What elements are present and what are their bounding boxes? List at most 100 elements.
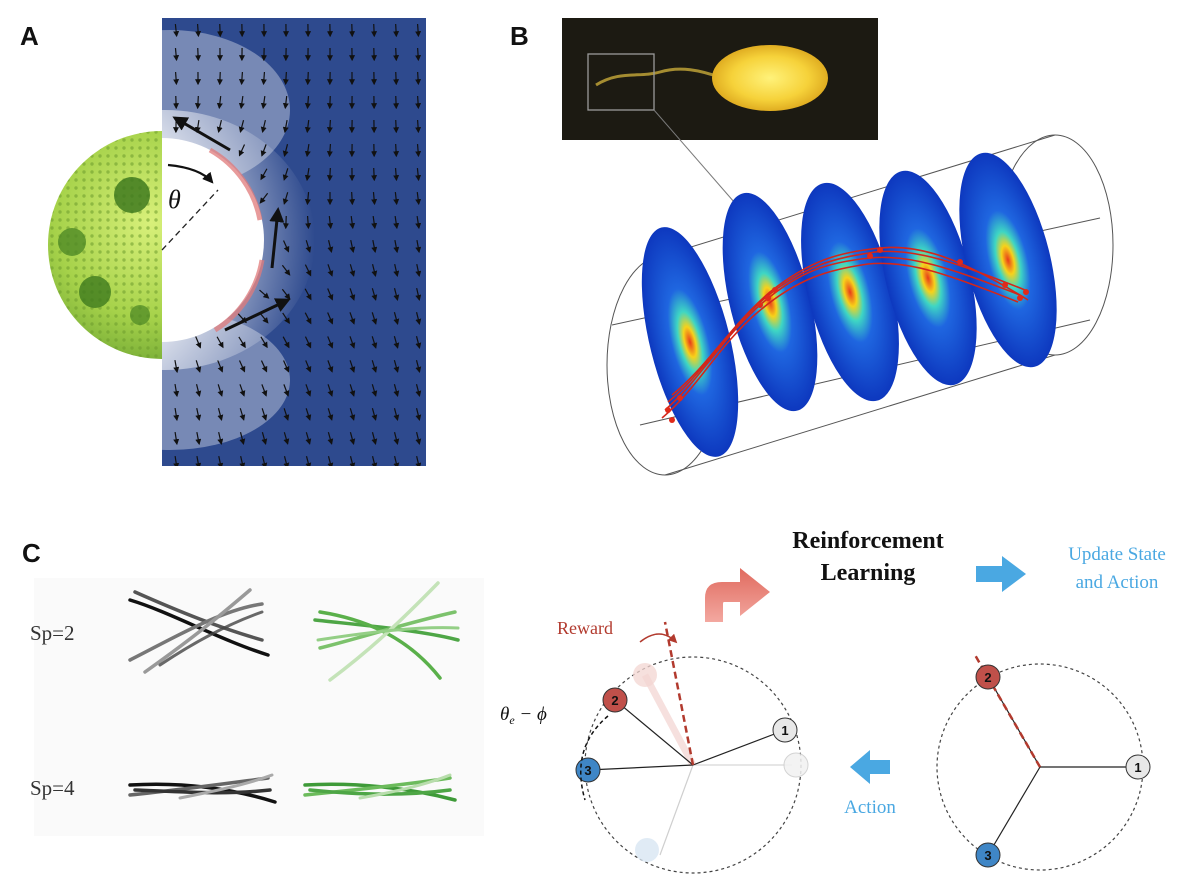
action-label: Action <box>844 797 896 818</box>
section-disk <box>641 227 739 457</box>
velocity-arrow <box>371 336 378 349</box>
reward-arc <box>639 633 678 644</box>
velocity-arrow <box>393 167 400 182</box>
rl-title-line1: Reinforcement <box>792 528 944 554</box>
velocity-arrow <box>415 360 422 373</box>
svg-text:1: 1 <box>781 723 788 738</box>
velocity-arrow <box>238 336 246 349</box>
velocity-arrow <box>349 264 356 277</box>
velocity-arrow <box>305 384 312 397</box>
state-diagram-after: 1 2 3 <box>936 654 1151 871</box>
velocity-arrow <box>415 143 422 158</box>
velocity-arrow <box>261 456 268 466</box>
velocity-arrow <box>415 191 422 206</box>
velocity-arrow <box>327 360 334 373</box>
velocity-arrow <box>415 47 422 62</box>
velocity-arrow <box>415 408 422 421</box>
velocity-arrow <box>173 383 180 398</box>
velocity-arrow <box>349 215 356 230</box>
reward-up-arrow <box>705 568 770 622</box>
svg-text:2: 2 <box>984 670 991 685</box>
velocity-arrow <box>371 23 378 38</box>
velocity-arrow <box>283 360 290 373</box>
velocity-arrow <box>217 360 224 373</box>
trajectory-point <box>665 407 671 413</box>
velocity-arrow <box>216 120 223 134</box>
velocity-arrow <box>195 455 202 466</box>
sp-label-4: Sp=4 <box>30 776 75 800</box>
velocity-arrow <box>217 384 224 397</box>
velocity-arrow <box>195 23 202 38</box>
theta-symbol: θ <box>168 185 181 214</box>
panel-a: A <box>20 18 426 466</box>
velocity-arrow <box>326 167 333 182</box>
velocity-arrow <box>261 408 268 421</box>
velocity-arrow <box>349 384 356 397</box>
velocity-arrow <box>393 215 400 230</box>
velocity-arrow <box>281 264 291 276</box>
update-line2: and Action <box>1076 572 1159 593</box>
node-1-before: 1 <box>772 717 798 743</box>
velocity-arrow <box>393 264 400 278</box>
section-disk <box>879 170 977 386</box>
velocity-arrow <box>415 167 422 182</box>
surface-arrows <box>172 116 291 332</box>
velocity-arrow <box>173 23 180 38</box>
velocity-arrow <box>304 143 311 158</box>
trajectories <box>661 246 1029 419</box>
velocity-arrow <box>327 408 334 421</box>
velocity-arrow <box>195 336 202 349</box>
velocity-arrow <box>260 95 267 110</box>
velocity-arrow <box>282 71 289 86</box>
trajectory-point <box>877 247 883 253</box>
velocity-arrow <box>216 95 223 110</box>
velocity-arrow <box>305 215 312 230</box>
velocity-arrow <box>393 143 400 158</box>
velocity-arrow <box>217 456 224 466</box>
velocity-arrow <box>304 95 311 110</box>
trajectory-point <box>1002 282 1008 288</box>
velocity-arrow <box>415 456 422 466</box>
velocity-arrow <box>217 432 224 446</box>
velocity-arrow <box>305 432 312 445</box>
velocity-arrow <box>261 384 268 397</box>
node-3-after: 3 <box>975 842 1001 868</box>
velocity-arrow <box>282 144 289 157</box>
volvox-spheroid <box>48 131 162 359</box>
velocity-arrow <box>304 71 311 86</box>
velocity-arrow <box>327 240 334 253</box>
velocity-arrow <box>195 384 202 397</box>
velocity-arrow <box>282 240 290 253</box>
velocity-arrow <box>281 288 291 300</box>
velocity-arrow <box>371 288 378 301</box>
velocity-arrow <box>304 167 311 182</box>
velocity-arrow <box>261 432 268 445</box>
velocity-arrow <box>393 312 400 325</box>
velocity-arrow <box>239 432 246 445</box>
zoom-box <box>587 53 655 111</box>
trajectory-point <box>757 302 763 308</box>
velocity-arrow <box>326 143 333 158</box>
trajectory-point <box>1023 289 1029 295</box>
velocity-arrow <box>259 192 269 204</box>
velocity-arrow <box>349 240 356 254</box>
panel-c-label: C <box>22 538 41 568</box>
panel-b: B <box>510 18 1114 476</box>
velocity-arrow <box>327 215 334 230</box>
velocity-arrow <box>393 432 400 445</box>
velocity-arrow <box>283 432 290 445</box>
section-disk <box>801 182 899 402</box>
node-3-before: 3 <box>575 757 601 783</box>
velocity-arrow <box>304 264 312 277</box>
velocity-arrow <box>326 119 333 134</box>
velocity-arrow <box>283 456 290 466</box>
velocity-arrow <box>238 71 245 86</box>
reward-label: Reward <box>557 618 613 638</box>
velocity-arrow <box>282 312 290 325</box>
svg-text:3: 3 <box>584 763 591 778</box>
velocity-arrow <box>304 312 312 325</box>
velocity-arrow <box>415 264 422 278</box>
trajectory-point <box>677 395 683 401</box>
trajectory-point <box>669 417 675 423</box>
